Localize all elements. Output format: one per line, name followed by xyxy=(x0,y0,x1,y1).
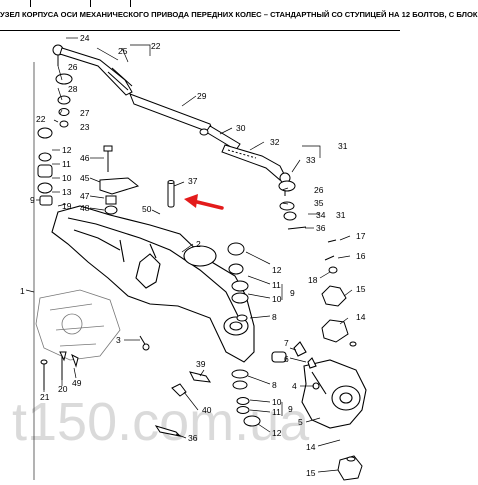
callout-label: 32 xyxy=(270,137,280,147)
header-cell xyxy=(0,0,31,7)
callout-label: 47 xyxy=(80,191,90,201)
callout-labels: 24 22 25 26 28 27 22 23 12 11 10 13 9 19… xyxy=(20,33,366,478)
callout-label: 11 xyxy=(62,159,71,169)
callout-label: 35 xyxy=(314,198,324,208)
axle-housing xyxy=(51,205,255,363)
callout-label: 31 xyxy=(336,210,346,220)
king-pin xyxy=(167,180,175,208)
callout-label: 15 xyxy=(306,468,316,478)
callout-label: 13 xyxy=(62,187,72,197)
callout-label: 31 xyxy=(338,141,348,151)
callout-label: 10 xyxy=(272,397,282,407)
callout-label: 23 xyxy=(80,122,90,132)
callout-label: 20 xyxy=(58,384,68,394)
header-cell xyxy=(30,0,91,7)
watermark-text: t150.com.ua xyxy=(12,392,310,452)
callout-label: 7 xyxy=(284,338,289,348)
callout-label: 50 xyxy=(142,204,152,214)
left-hardware-stack xyxy=(37,73,73,206)
callout-label: 24 xyxy=(80,33,90,43)
callout-label: 16 xyxy=(356,251,366,261)
page-header: УЗЕЛ КОРПУСА ОСИ МЕХАНИЧЕСКОГО ПРИВОДА П… xyxy=(0,0,478,31)
callout-label: 17 xyxy=(356,231,366,241)
right-hardware-stack xyxy=(278,180,307,230)
callout-label: 3 xyxy=(116,335,121,345)
callout-label: 48 xyxy=(80,203,90,213)
stand-part xyxy=(337,455,363,481)
callout-label: 9 xyxy=(30,195,35,205)
small-hardware xyxy=(40,335,212,437)
lower-washer-stack xyxy=(231,369,261,427)
callout-label: 19 xyxy=(62,201,72,211)
callout-label: 21 xyxy=(40,392,50,402)
callout-label: 8 xyxy=(272,312,277,322)
callout-label: 9 xyxy=(290,288,295,298)
callout-label: 27 xyxy=(80,108,90,118)
callout-label: 14 xyxy=(306,442,316,452)
callout-label: 28 xyxy=(68,84,78,94)
callout-label: 14 xyxy=(356,312,366,322)
callout-label: 22 xyxy=(36,114,46,124)
callout-label: 11 xyxy=(272,280,281,290)
tie-rod-left xyxy=(52,44,133,96)
callout-label: 10 xyxy=(62,173,72,183)
header-cell xyxy=(90,0,131,7)
callout-label: 30 xyxy=(236,123,246,133)
callout-label: 5 xyxy=(298,417,303,427)
differential-sketch xyxy=(35,289,121,361)
callout-label: 34 xyxy=(316,210,326,220)
callout-label: 12 xyxy=(272,265,282,275)
callout-label: 12 xyxy=(272,428,282,438)
callout-label: 12 xyxy=(62,145,72,155)
callout-label: 46 xyxy=(80,153,90,163)
callout-label: 2 xyxy=(196,239,201,249)
callout-label: 18 xyxy=(308,275,318,285)
callout-label: 26 xyxy=(68,62,78,72)
callout-label: 36 xyxy=(188,433,198,443)
callout-label: 49 xyxy=(72,378,82,388)
diagram-title: УЗЕЛ КОРПУСА ОСИ МЕХАНИЧЕСКОГО ПРИВОДА П… xyxy=(0,10,478,19)
callout-label: 9 xyxy=(288,404,293,414)
highlight-arrow xyxy=(184,194,224,210)
callout-label: 39 xyxy=(196,359,206,369)
callout-label: 26 xyxy=(314,185,324,195)
bracket-group xyxy=(99,145,140,215)
callout-label: 10 xyxy=(272,294,282,304)
callout-label: 11 xyxy=(272,407,281,417)
steering-knuckle xyxy=(271,341,367,429)
callout-label: 45 xyxy=(80,173,90,183)
callout-label: 29 xyxy=(197,91,207,101)
callout-label: 40 xyxy=(202,405,212,415)
callout-label: 36 xyxy=(316,223,326,233)
tie-rod-tube xyxy=(129,93,241,151)
callout-label: 22 xyxy=(151,41,161,51)
callout-label: 1 xyxy=(20,286,25,296)
callout-label: 25 xyxy=(118,46,128,56)
leader-lines xyxy=(25,37,353,473)
callout-label: 37 xyxy=(188,176,198,186)
right-side-parts xyxy=(227,239,357,347)
callout-label: 4 xyxy=(292,381,297,391)
callout-label: 15 xyxy=(356,284,366,294)
callout-label: 8 xyxy=(272,380,277,390)
callout-label: 33 xyxy=(306,155,316,165)
callout-label: 6 xyxy=(284,354,289,364)
parts-diagram: t150.com.ua xyxy=(12,33,367,481)
